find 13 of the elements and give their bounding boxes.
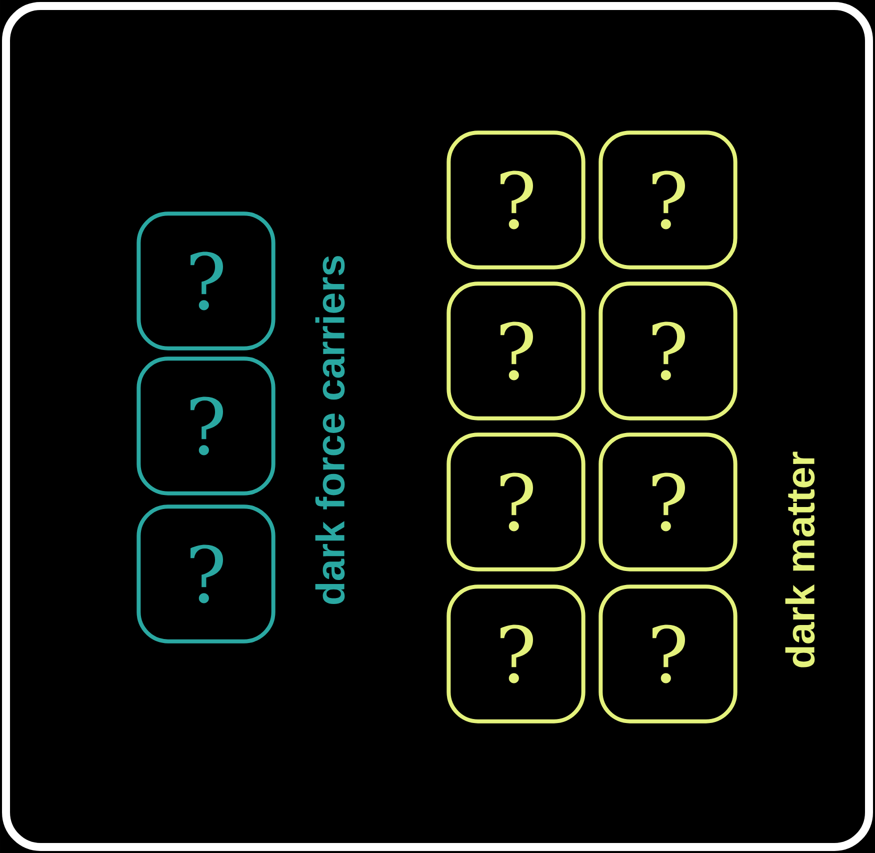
question-box: ? [136, 356, 276, 496]
group-label: dark force carriers [315, 256, 345, 604]
question-box: ? [598, 130, 738, 270]
question-box: ? [136, 212, 276, 350]
question-box: ? [446, 130, 586, 270]
question-box: ? [446, 282, 586, 420]
group-label: dark matter [785, 452, 815, 668]
question-box: ? [136, 504, 276, 644]
question-box: ? [446, 584, 586, 724]
question-box: ? [598, 282, 738, 420]
question-box: ? [446, 432, 586, 572]
question-box: ? [598, 432, 738, 572]
question-box: ? [598, 584, 738, 724]
